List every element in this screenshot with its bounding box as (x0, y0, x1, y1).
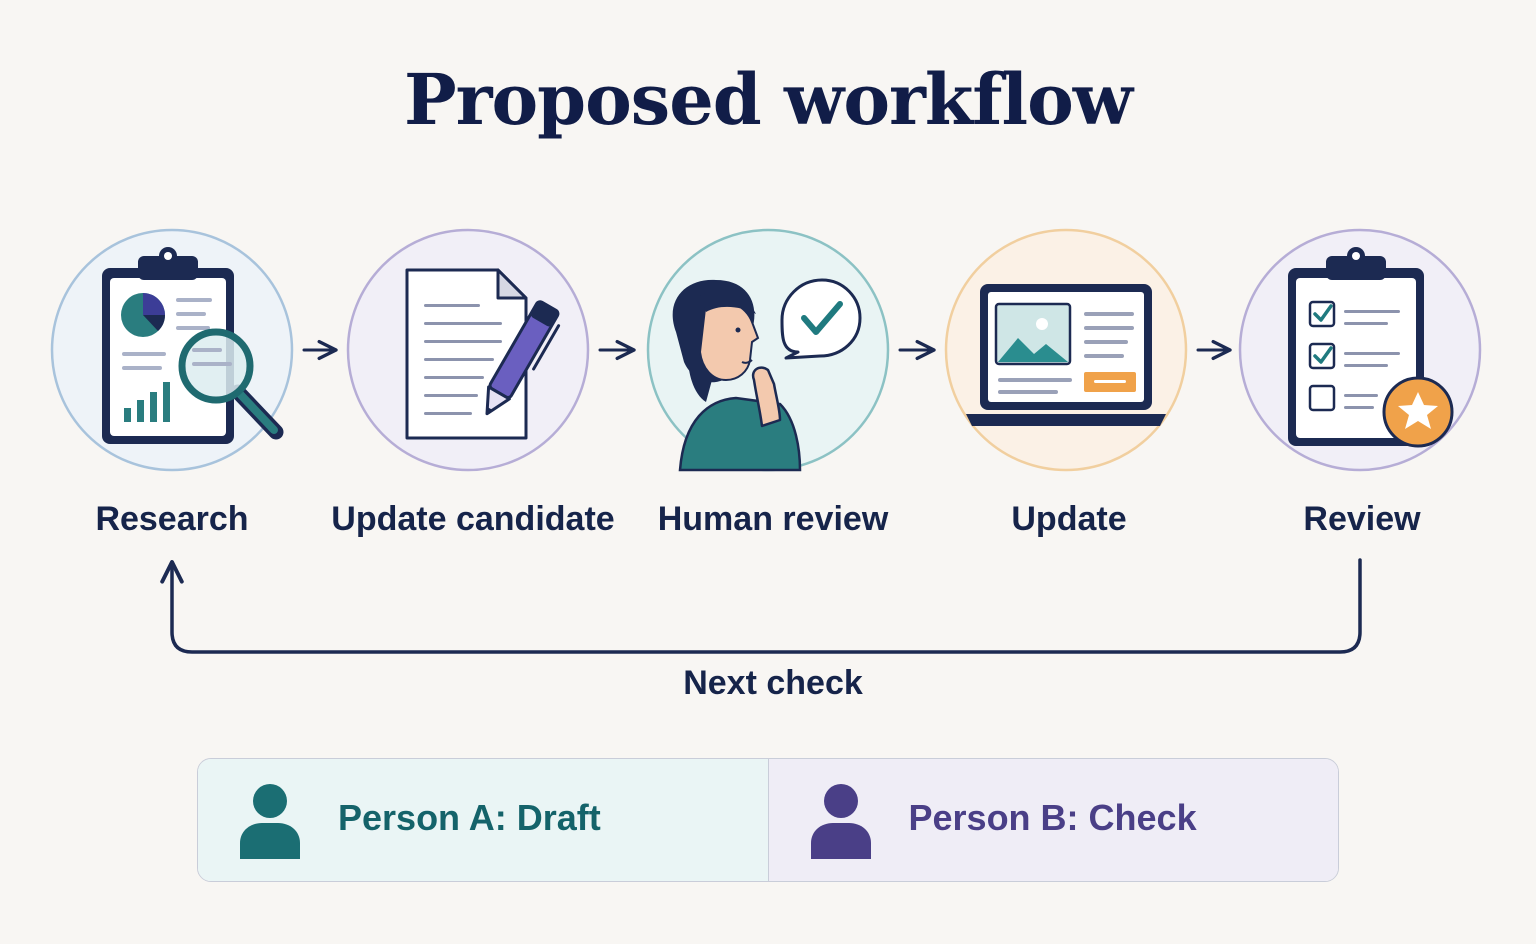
checklist-star-icon (1288, 247, 1454, 448)
page-title: Proposed workflow (403, 58, 1133, 141)
step-review-node[interactable] (1238, 228, 1482, 472)
person-icon (240, 784, 300, 859)
step-label-update-candidate: Update candidate (331, 500, 615, 538)
loop-label: Next check (683, 664, 863, 702)
step-research-node[interactable] (50, 228, 294, 472)
roles-panel: Person A: Draft Person B: Check (197, 758, 1339, 882)
document-pen-icon (405, 268, 561, 440)
loop-arrow-review-to-research (160, 558, 1362, 654)
clipboard-magnifier-icon (102, 247, 284, 444)
step-update-candidate-node[interactable] (346, 228, 590, 472)
role-label-person-a: Person A: Draft (338, 797, 601, 838)
step-label-update: Update (1011, 500, 1127, 538)
step-update-node[interactable] (944, 228, 1188, 472)
step-human-review-node[interactable] (646, 228, 890, 472)
role-person-b: Person B: Check (768, 759, 1338, 881)
laptop-icon (966, 284, 1166, 426)
step-label-research: Research (95, 500, 249, 538)
role-person-a: Person A: Draft (198, 759, 769, 881)
person-thinking-check-icon (672, 278, 862, 472)
step-label-review: Review (1303, 500, 1421, 538)
role-label-person-b: Person B: Check (908, 797, 1197, 838)
person-icon (810, 784, 871, 859)
step-label-human-review: Human review (657, 500, 889, 538)
